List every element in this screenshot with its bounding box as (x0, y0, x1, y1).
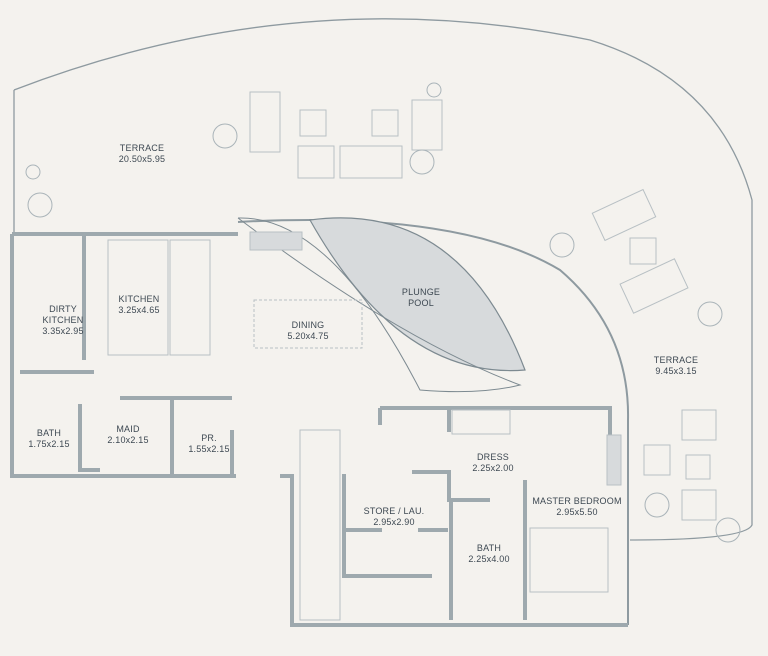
room-name: STORE / LAU. (363, 506, 425, 516)
room-size: 5.20x4.75 (287, 331, 329, 341)
pool-deck (237, 217, 522, 393)
room-size: 2.25x4.00 (468, 554, 510, 564)
room-size: 2.25x2.00 (472, 463, 514, 473)
room-name: MASTER BEDROOM (532, 496, 622, 506)
room-name: DRESS (476, 452, 509, 462)
room-size: 1.55x2.15 (188, 444, 230, 454)
plants (25, 82, 741, 543)
plunge-pool (309, 217, 526, 372)
room-name: BATH (36, 428, 62, 438)
room-label-powder-room: PR.1.55x2.15 (188, 433, 229, 455)
room-name: KITCHEN (118, 294, 160, 304)
walls (10, 232, 628, 627)
room-size: 3.35x2.95 (42, 326, 84, 336)
room-size: 2.95x2.90 (373, 517, 415, 527)
room-label-plunge-pool: PLUNGE POOL (396, 287, 446, 309)
room-name: DINING (291, 320, 325, 330)
room-size: 2.10x2.15 (107, 435, 149, 445)
room-name: TERRACE (119, 143, 165, 153)
room-name: BATH (476, 543, 502, 553)
room-label-store-laundry: STORE / LAU.2.95x2.90 (364, 506, 425, 528)
room-size: 20.50x5.95 (118, 154, 166, 164)
room-name: PR. (201, 433, 217, 443)
room-size: 2.95x5.50 (556, 507, 598, 517)
room-size: 9.45x3.15 (655, 366, 697, 376)
room-name: MAID (116, 424, 140, 434)
room-name: DIRTY KITCHEN (42, 304, 84, 325)
room-name: TERRACE (653, 355, 699, 365)
terrace-boundary (13, 18, 753, 541)
room-size: 1.75x2.15 (28, 439, 70, 449)
room-size: 3.25x4.65 (118, 305, 160, 315)
room-name: PLUNGE POOL (401, 287, 441, 308)
